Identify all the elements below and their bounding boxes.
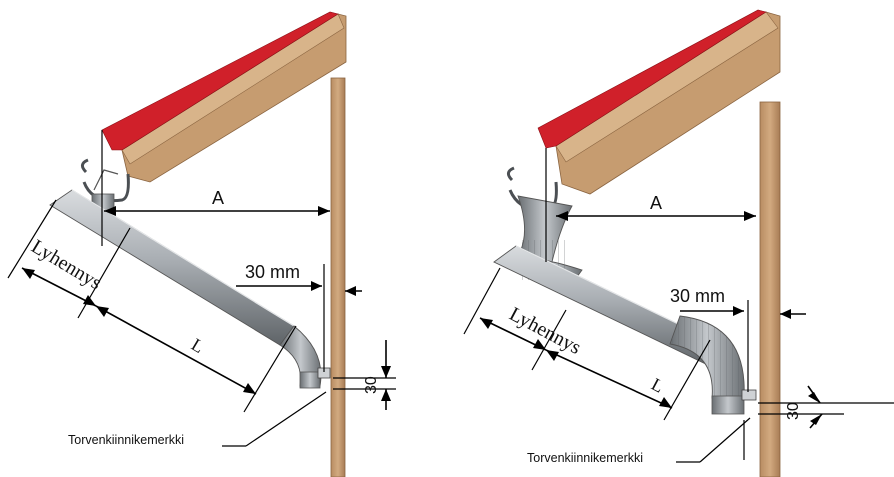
right-dim-length: L — [648, 374, 667, 397]
left-dim-a: A — [212, 188, 224, 208]
left-roof-board — [121, 13, 345, 165]
left-gutter — [81, 158, 130, 203]
left-bracket-mark: Torvenkiinnikemerkki — [68, 433, 184, 447]
right-dim-30mm: 30 mm — [670, 286, 725, 306]
left-dim-shortening: Lyhennys — [27, 235, 105, 294]
left-dim-length: L — [188, 334, 208, 357]
right-dim-30: 30 — [785, 402, 802, 420]
right-roof-sheet — [537, 9, 767, 149]
left-dim-30mm: 30 mm — [245, 262, 300, 282]
right-bracket — [741, 389, 757, 401]
left-wall-post — [330, 77, 346, 477]
left-dim-30: 30 — [363, 376, 380, 394]
right-wall-post — [759, 101, 781, 477]
left-roof-sheet — [101, 11, 339, 151]
right-dim-shortening: Lyhennys — [506, 303, 585, 359]
right-bracket-mark: Torvenkiinnikemerkki — [527, 451, 643, 465]
right-diagram: A 30 mm Lyhennys L 30 Torvenkiinnik — [463, 9, 894, 477]
left-diagram: A 30 mm Lyhennys L 30 Torvenkiinnikemerk — [7, 11, 396, 477]
right-dim-a: A — [650, 193, 662, 213]
